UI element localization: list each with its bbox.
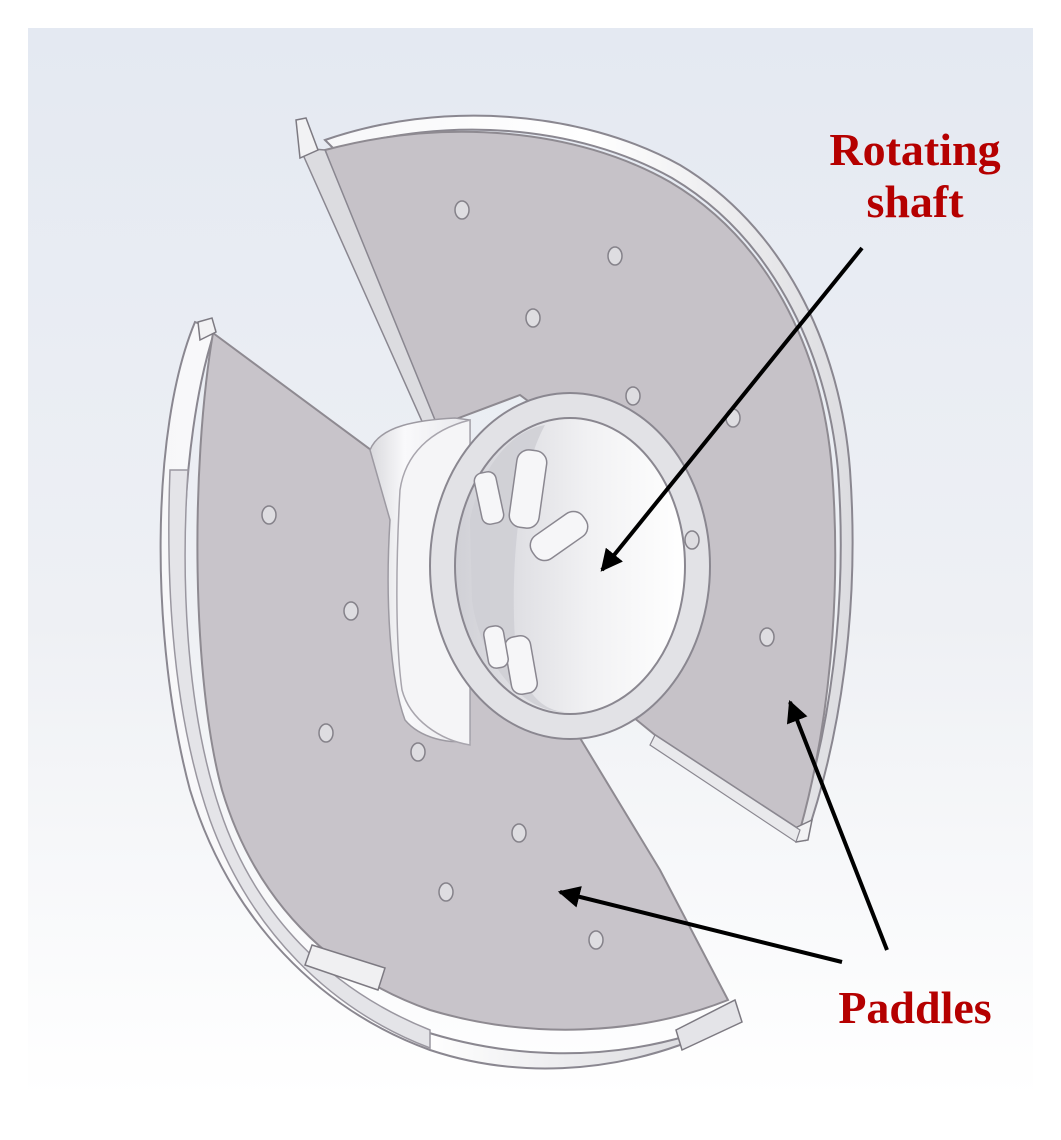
paddles-arrow-right — [786, 699, 889, 951]
bolt-hole — [525, 308, 541, 328]
paddle-right-top-tab — [295, 117, 319, 160]
rotating-shaft-label: Rotating shaft — [800, 124, 1030, 228]
shaft-pin — [473, 471, 505, 525]
paddle-left-bottom-tab — [304, 944, 386, 991]
shaft-pin — [529, 510, 589, 562]
bolt-hole — [759, 627, 775, 647]
shaft-pin — [508, 449, 548, 529]
bolt-holes — [261, 200, 775, 950]
bolt-hole — [588, 930, 604, 950]
paddle-left-end-tab — [675, 998, 743, 1052]
paddles-arrow-left — [557, 886, 843, 964]
bolt-hole — [410, 742, 426, 762]
bolt-hole — [454, 200, 470, 220]
paddle-left-top-tab — [197, 317, 217, 342]
bolt-hole — [318, 723, 334, 743]
rotating-shaft-label-line2: shaft — [866, 176, 964, 227]
shaft-pin — [483, 625, 509, 669]
paddle-right-lower-edge — [649, 734, 801, 843]
bolt-hole — [438, 882, 454, 902]
bolt-hole — [625, 386, 641, 406]
bolt-hole — [343, 601, 359, 621]
bolt-hole — [511, 823, 527, 843]
paddle-right-face — [323, 130, 837, 832]
bolt-hole — [684, 530, 700, 550]
bolt-hole — [607, 246, 623, 266]
paddle-left-rim-side — [168, 469, 431, 1050]
shaft-pin — [503, 635, 539, 695]
rotating-shaft-label-line1: Rotating — [829, 124, 1001, 175]
paddles-label: Paddles — [838, 982, 992, 1033]
bolt-hole — [261, 505, 277, 525]
shaft-pins — [473, 449, 589, 695]
shaft-arrow — [600, 246, 864, 572]
